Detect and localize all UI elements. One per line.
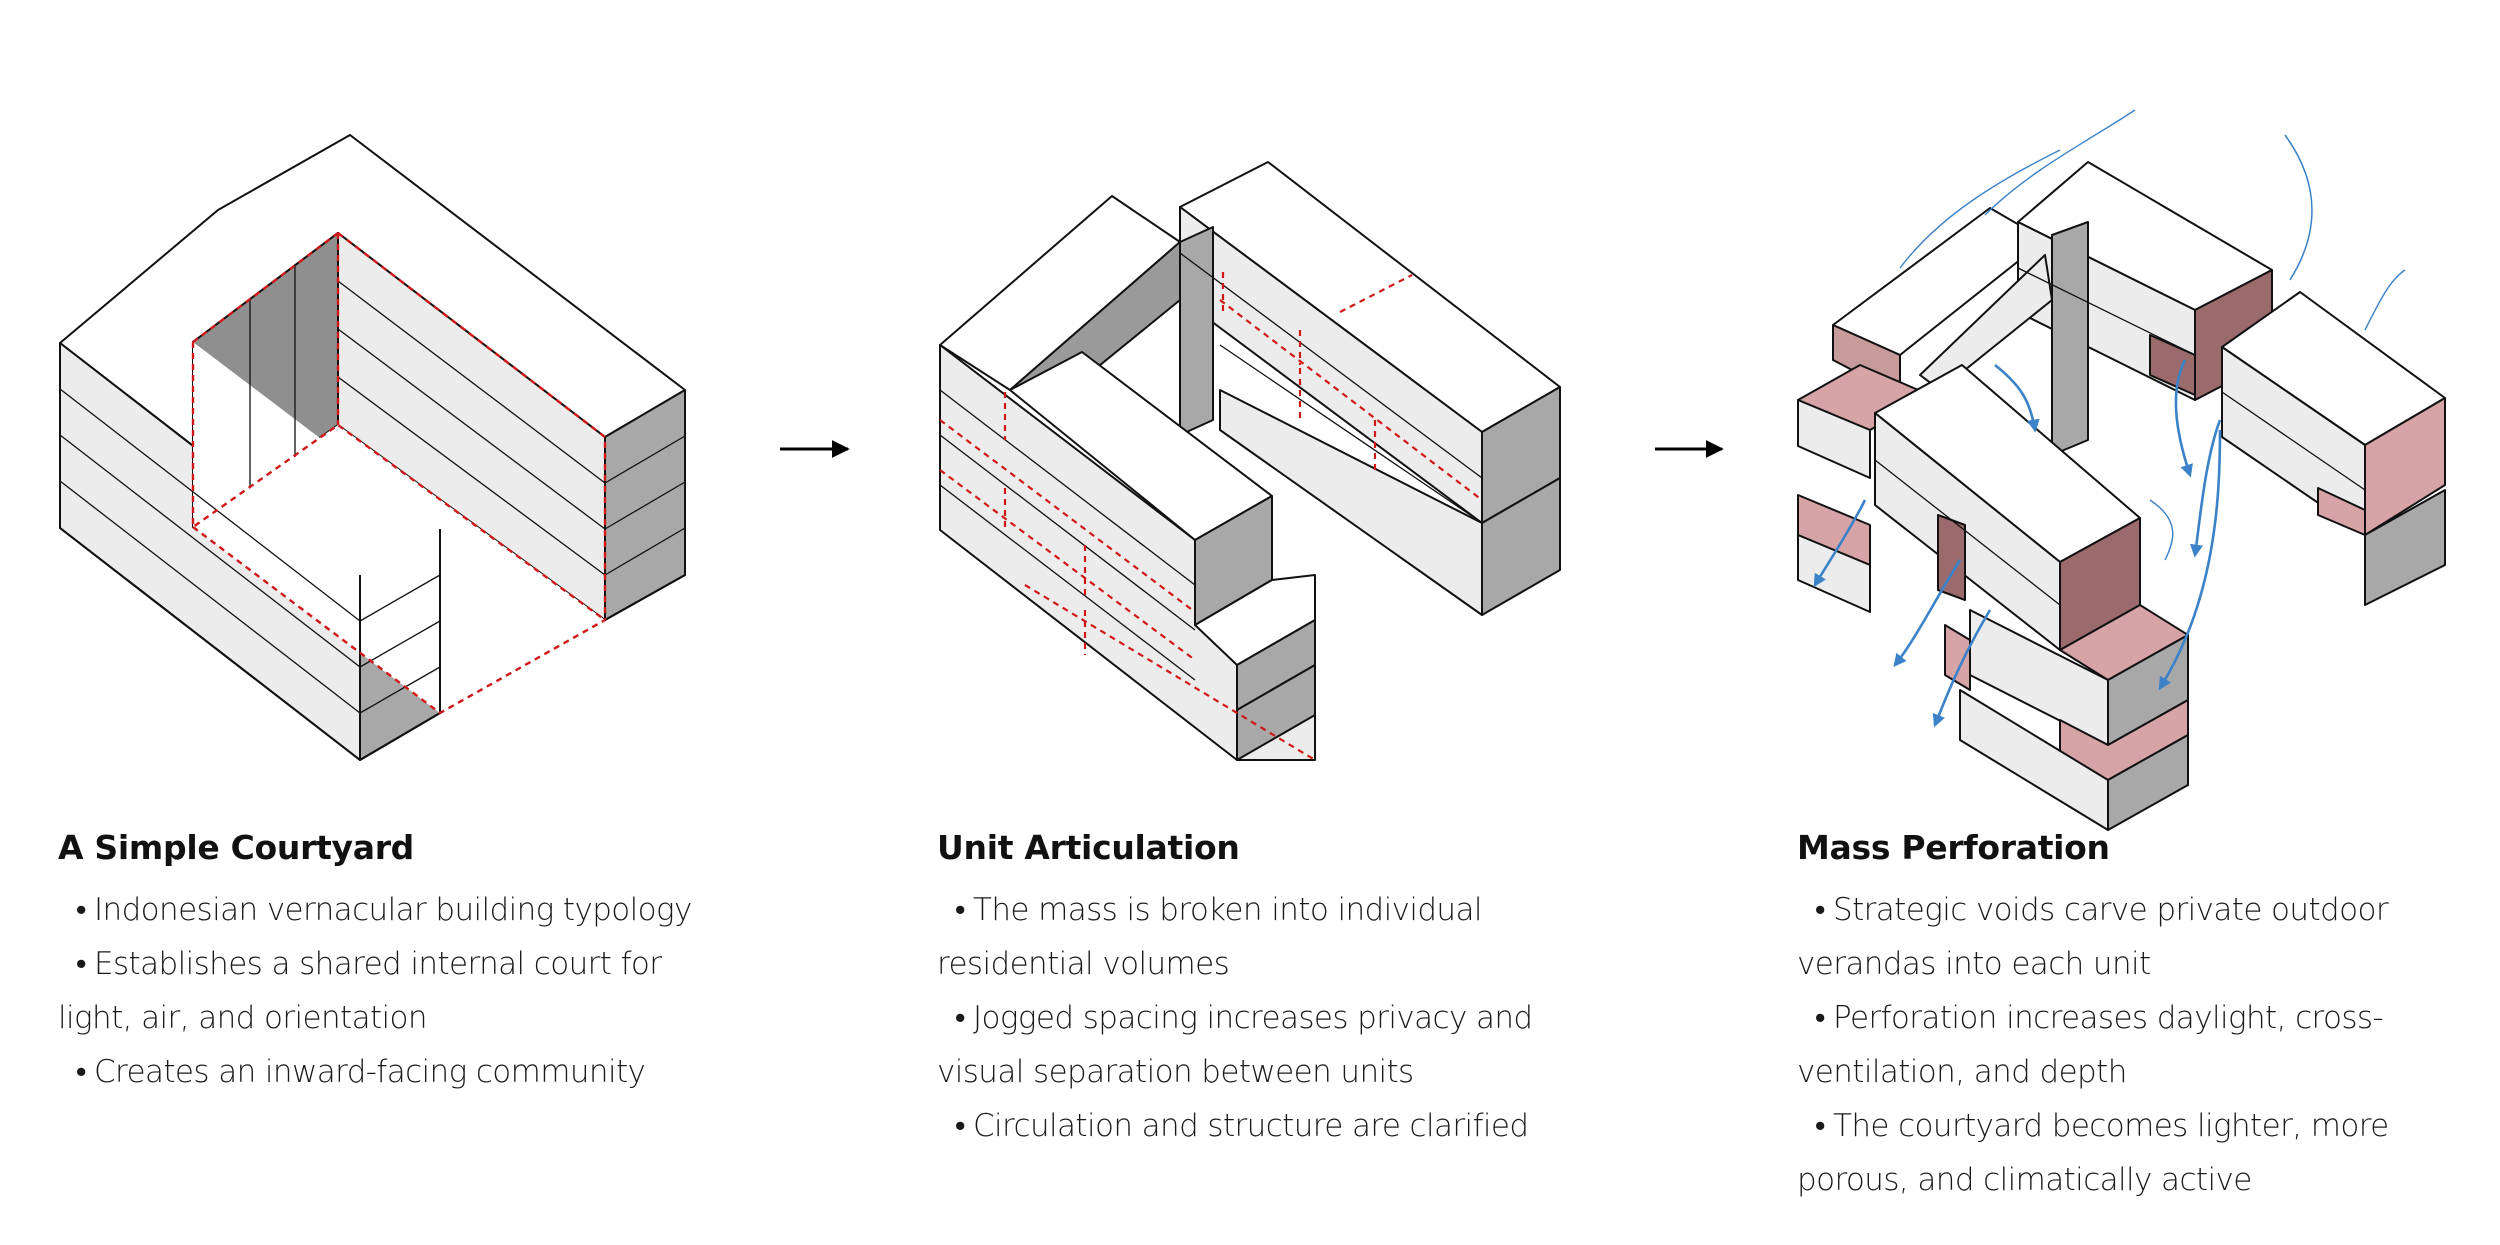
- bullet-glyph: •: [1814, 892, 1826, 928]
- mass-perforation-drawing: [1797, 161, 2446, 831]
- bullet-text: The mass is broken into individual resid…: [937, 892, 1482, 982]
- stage-2-bullet: •The mass is broken into individual resi…: [937, 883, 1577, 991]
- bullet-text: Strategic voids carve private outdoor ve…: [1797, 892, 2389, 982]
- bullet-glyph: •: [954, 1108, 966, 1144]
- bullet-glyph: •: [75, 892, 87, 928]
- stage-2-description: Unit Articulation •The mass is broken in…: [937, 828, 1577, 1153]
- stage-3-bullet: •Strategic voids carve private outdoor v…: [1797, 883, 2437, 991]
- bullet-text: Perforation increases daylight, cross-ve…: [1797, 1000, 2384, 1090]
- bullet-text: Establishes a shared internal court for …: [58, 946, 662, 1036]
- stage-1-bullet: •Creates an inward-facing community: [58, 1045, 698, 1099]
- unit-articulation-drawing: [939, 161, 1561, 761]
- stage-2-title: Unit Articulation: [937, 828, 1240, 867]
- bullet-glyph: •: [954, 892, 966, 928]
- stage-1-title: A Simple Courtyard: [58, 828, 415, 867]
- bullet-text: Jogged spacing increases privacy and vis…: [937, 1000, 1533, 1090]
- stage-3-bullet-list: •Strategic voids carve private outdoor v…: [1797, 883, 2437, 1207]
- courtyard-massing-drawing: [59, 134, 686, 761]
- stage-3-title: Mass Perforation: [1797, 828, 2110, 867]
- stage-1-description: A Simple Courtyard •Indonesian vernacula…: [58, 828, 698, 1099]
- bullet-text: The courtyard becomes lighter, more poro…: [1797, 1108, 2389, 1198]
- stage-3-bullet: •Perforation increases daylight, cross-v…: [1797, 991, 2437, 1099]
- bullet-glyph: •: [954, 1000, 966, 1036]
- stage-1-bullet: •Indonesian vernacular building typology: [58, 883, 698, 937]
- stage-3-bullet: •The courtyard becomes lighter, more por…: [1797, 1099, 2437, 1207]
- bullet-glyph: •: [1814, 1108, 1826, 1144]
- stage-2-bullet-list: •The mass is broken into individual resi…: [937, 883, 1577, 1153]
- bullet-glyph: •: [1814, 1000, 1826, 1036]
- stage-2-bullet: •Circulation and structure are clarified: [937, 1099, 1577, 1153]
- stage-1-bullet: •Establishes a shared internal court for…: [58, 937, 698, 1045]
- airflow-arrows: [1813, 109, 2406, 728]
- bullet-text: Circulation and structure are clarified: [973, 1108, 1529, 1144]
- bullet-glyph: •: [75, 946, 87, 982]
- stage-3-description: Mass Perforation •Strategic voids carve …: [1797, 828, 2437, 1207]
- bullet-glyph: •: [75, 1054, 87, 1090]
- bullet-text: Indonesian vernacular building typology: [94, 892, 692, 928]
- bullet-text: Creates an inward-facing community: [94, 1054, 646, 1090]
- stage-1-bullet-list: •Indonesian vernacular building typology…: [58, 883, 698, 1099]
- stage-2-bullet: •Jogged spacing increases privacy and vi…: [937, 991, 1577, 1099]
